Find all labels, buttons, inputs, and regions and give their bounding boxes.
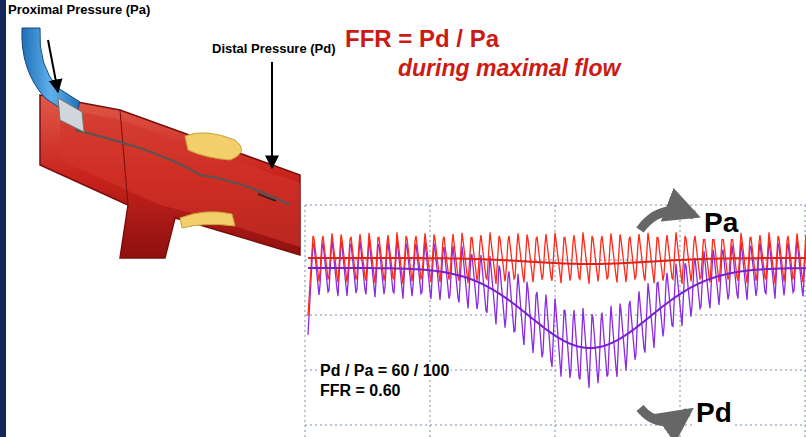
trace-label: Pd: [694, 398, 734, 429]
artery: [40, 95, 300, 258]
leader-arrow: [271, 62, 273, 168]
slide-border: [0, 0, 6, 437]
measurement: FFR = 0.60: [318, 382, 402, 400]
pressure-traces: [308, 232, 806, 388]
leader-arrow: [48, 40, 58, 92]
plaque: [180, 212, 235, 228]
trace-label: Pa: [702, 208, 740, 239]
formula-note: during maximal flow: [398, 56, 620, 81]
curved-arrow: [640, 211, 694, 230]
part-label: Proximal Pressure (Pa): [8, 3, 150, 17]
measurement: Pd / Pa = 60 / 100: [318, 362, 451, 380]
pressure-wire: [75, 130, 290, 205]
guiding-catheter: [22, 28, 84, 132]
chart-grid: [305, 205, 806, 437]
plaque: [185, 133, 241, 160]
curved-arrow: [640, 408, 688, 421]
formula: FFR = Pd / Pa: [345, 26, 499, 52]
part-label: Distal Pressure (Pd): [212, 42, 336, 56]
